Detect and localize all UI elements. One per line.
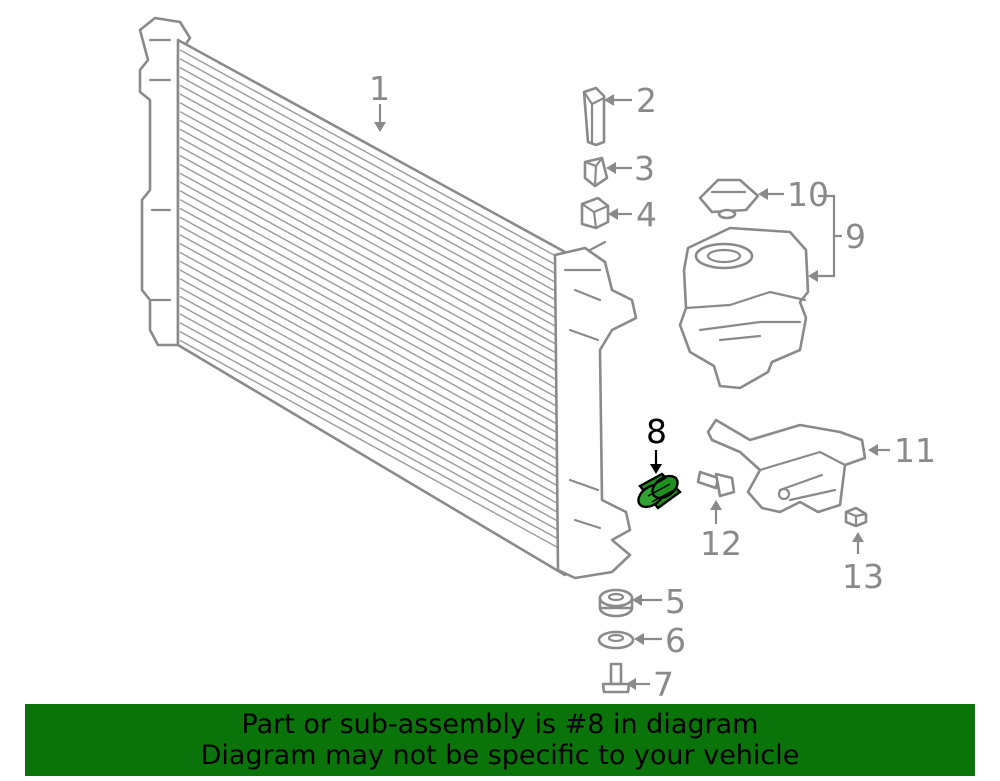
info-banner: Part or sub-assembly is #8 in diagram Di… [25,704,975,776]
banner-line-1: Part or sub-assembly is #8 in diagram [241,709,759,740]
callout-10: 10 [787,175,829,214]
nut-part [844,506,868,528]
washer-part [597,630,635,650]
callout-2: 2 [636,81,657,120]
callout-1: 1 [369,69,390,108]
callout-9: 9 [845,217,866,256]
grommet-part [598,588,634,618]
callout-7: 7 [653,665,674,700]
mount-part [580,196,610,230]
expansion-tank-part [678,226,810,390]
callout-6: 6 [665,621,686,660]
callout-4: 4 [636,195,657,234]
callout-3: 3 [634,149,655,188]
callout-8-highlighted[interactable]: 8 [646,412,667,451]
cap-part [698,178,760,220]
callout-5: 5 [665,582,686,621]
leader-lines [374,94,890,690]
callout-13: 13 [842,557,884,596]
pin-part [582,86,606,147]
parts-diagram: 1 2 3 4 5 6 7 8 9 10 11 12 13 [138,16,936,700]
radiator-part [138,16,638,580]
banner-line-2: Diagram may not be specific to your vehi… [200,740,800,771]
bracket-part [706,418,867,514]
bushing-part [583,156,609,188]
screw-part [696,470,736,498]
callout-12: 12 [700,524,742,563]
bolt-part [601,662,631,694]
highlighted-part-8[interactable] [634,472,682,512]
callout-11: 11 [894,431,936,470]
